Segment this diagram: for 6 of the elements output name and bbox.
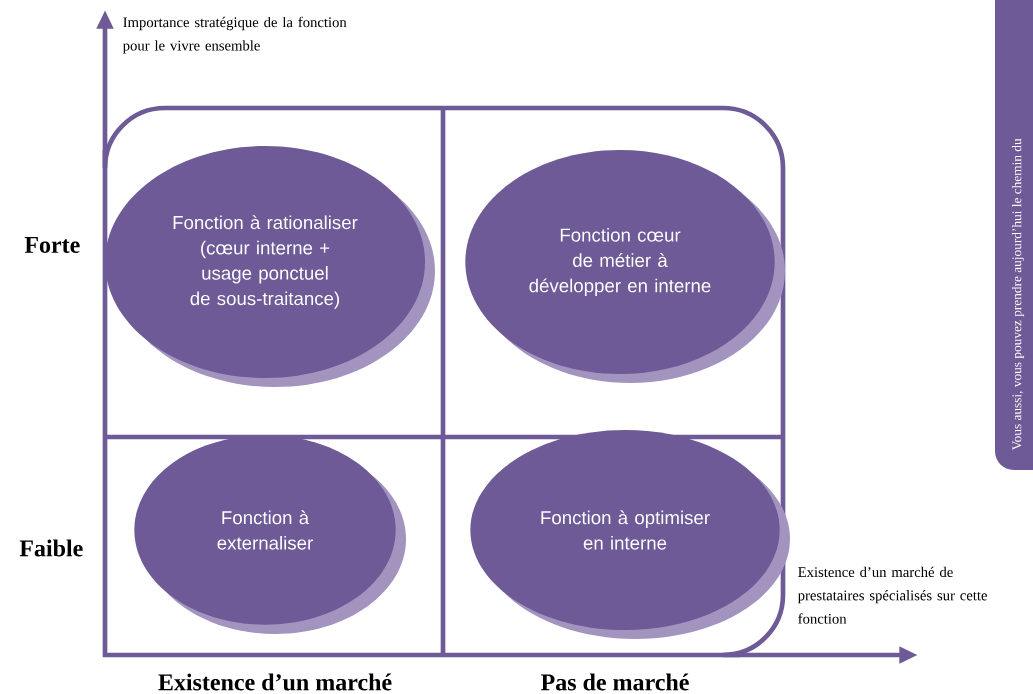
column-label: Existence d’un marché (158, 673, 392, 691)
side-tab: Vous aussi, vous pouvez prendre aujourd’hui le chemin du (995, 0, 1033, 470)
row-label: Faible (19, 539, 83, 557)
column-label: Pas de marché (541, 673, 689, 691)
row-label: Forte (24, 237, 80, 253)
axis-title: Importance stratégique de la fonction pour le vivre ensemble (122, 16, 347, 54)
